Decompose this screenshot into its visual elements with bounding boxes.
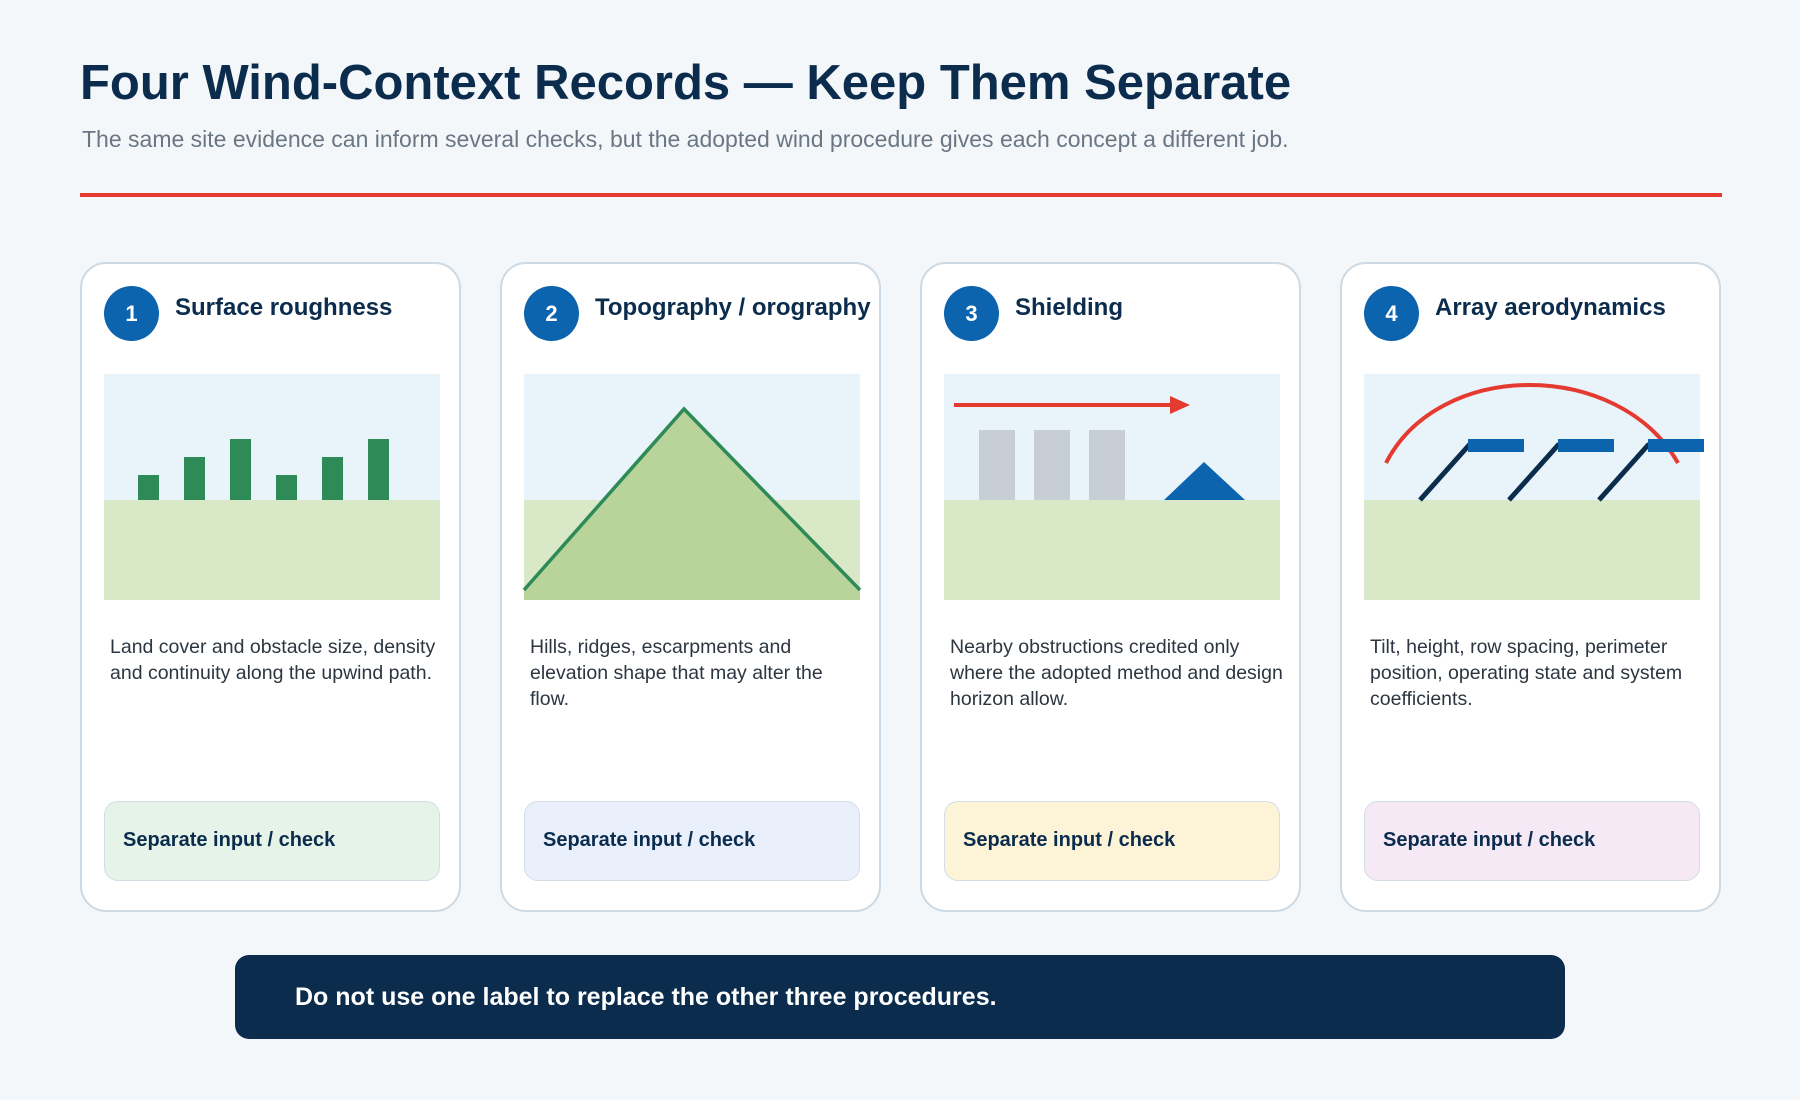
roughness-bars-illustration xyxy=(104,374,440,600)
card-description: Hills, ridges, escarpments and elevation… xyxy=(530,636,823,710)
accent-divider xyxy=(80,193,1722,197)
card-array-aerodynamics: 4 Array aerodynamics Tilt, height, row s… xyxy=(1340,262,1721,912)
separate-check-tag: Separate input / check xyxy=(104,801,440,881)
step-number-badge: 2 xyxy=(524,286,579,341)
card-title: Shielding xyxy=(1015,294,1123,321)
card-title: Surface roughness xyxy=(175,294,393,321)
separate-check-tag: Separate input / check xyxy=(1364,801,1700,881)
page-title: Four Wind-Context Records — Keep Them Se… xyxy=(80,56,1292,110)
card-topography: 2 Topography / orography Hills, ridges, … xyxy=(500,262,881,912)
card-shielding: 3 Shielding Nearby obstructions credited… xyxy=(920,262,1301,912)
step-number-badge: 4 xyxy=(1364,286,1419,341)
card-title: Topography / orography xyxy=(595,294,871,321)
card-title: Array aerodynamics xyxy=(1435,294,1666,321)
step-number-badge: 3 xyxy=(944,286,999,341)
solar-array-illustration xyxy=(1364,374,1704,600)
warning-banner: Do not use one label to replace the othe… xyxy=(235,955,1565,1039)
banner-text: Do not use one label to replace the othe… xyxy=(295,983,997,1011)
card-description: Tilt, height, row spacing, perimeter pos… xyxy=(1370,636,1683,710)
page-subtitle: The same site evidence can inform severa… xyxy=(82,126,1289,152)
card-description: Nearby obstructions credited only where … xyxy=(950,636,1283,710)
separate-check-tag: Separate input / check xyxy=(524,801,860,881)
card-surface-roughness: 1 Surface roughness Land cover and obsta… xyxy=(80,262,461,912)
card-description: Land cover and obstacle size, density an… xyxy=(110,636,436,684)
shielding-illustration xyxy=(944,374,1280,600)
separate-check-tag: Separate input / check xyxy=(944,801,1280,881)
hill-illustration xyxy=(522,374,862,600)
step-number-badge: 1 xyxy=(104,286,159,341)
